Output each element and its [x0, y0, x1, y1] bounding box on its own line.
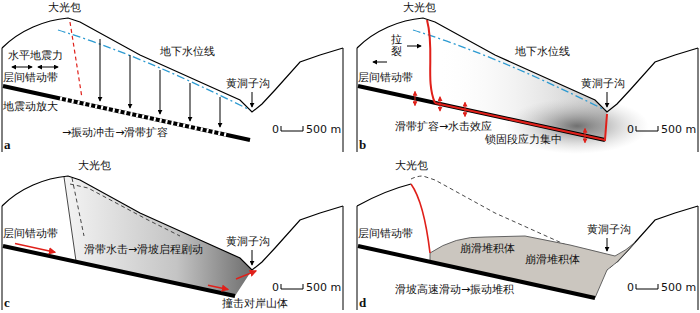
deposit-label: 崩滑堆积体: [525, 254, 580, 266]
impact-label: 撞击对岸山体: [222, 298, 288, 310]
panel-b: [357, 18, 698, 154]
site-name: 大光包: [48, 2, 81, 14]
process-label: 滑带水击→滑坡启程剧动: [84, 244, 203, 256]
valley-label: 黄洞子沟: [226, 78, 270, 90]
scale-label: 500 m: [661, 124, 696, 136]
process-label: →振动冲击→滑带扩容: [62, 127, 168, 139]
scale-label: 500 m: [661, 282, 696, 294]
scale-label: 0: [272, 124, 279, 136]
panel-letter: c: [4, 296, 10, 309]
valley-label: 黄洞子沟: [226, 236, 270, 248]
valley-label: 黄洞子沟: [587, 224, 631, 236]
stress-label: 锁固段应力集中: [485, 134, 562, 146]
crack-label: 拉裂: [391, 34, 402, 58]
scale-label: 500 m: [306, 124, 341, 136]
water-table-label: 地下水位线: [515, 46, 570, 58]
water-table-label: 地下水位线: [160, 46, 215, 58]
zone-label: 层间错动带: [3, 228, 58, 240]
site-name: 大光包: [395, 160, 428, 172]
panel-letter: d: [359, 296, 366, 309]
panel-letter: b: [359, 138, 366, 151]
valley-label: 黄洞子沟: [581, 78, 625, 90]
panel-a: [2, 18, 343, 152]
panel-d: [357, 176, 698, 310]
scale-label: 0: [272, 282, 279, 294]
force-label: 水平地震力: [8, 50, 63, 62]
panel-letter: a: [4, 138, 11, 151]
site-name: 大光包: [78, 160, 111, 172]
panel-c: [2, 176, 343, 310]
process-label: 地震动放大: [3, 101, 58, 113]
zone-label: 层间错动带: [358, 72, 413, 84]
site-name: 大光包: [403, 2, 436, 14]
zone-label: 层间错动带: [358, 228, 413, 240]
zone-label: 层间错动带: [3, 72, 58, 84]
deposit-label: 崩滑堆积体: [460, 243, 515, 255]
scale-label: 0: [627, 124, 634, 136]
scale-label: 500 m: [306, 282, 341, 294]
process-label: 滑带扩容→水击效应: [395, 121, 492, 133]
process-label: 滑坡高速滑动→振动堆积: [395, 284, 514, 296]
scale-label: 0: [627, 282, 634, 294]
